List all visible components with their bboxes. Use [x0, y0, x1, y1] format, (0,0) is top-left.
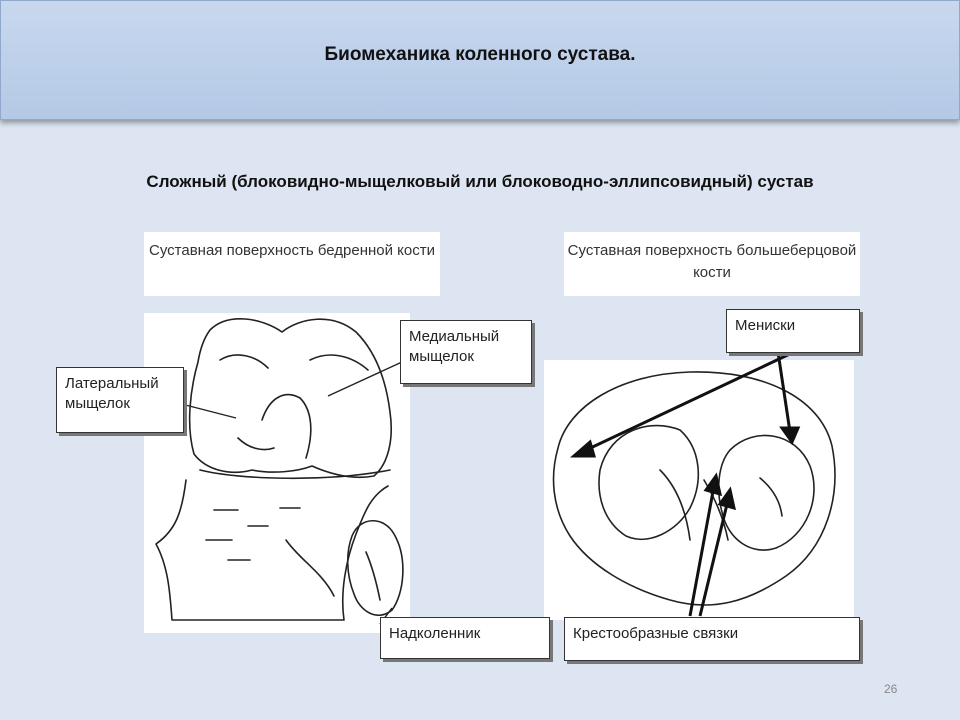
- tibia-outline: [155, 479, 389, 621]
- femur-outline: [188, 318, 393, 479]
- medial-meniscus: [717, 434, 815, 551]
- caption-tibia-text: Суставная поверхность большеберцовой кос…: [567, 242, 857, 281]
- caption-femur-text: Суставная поверхность бедренной кости: [148, 242, 435, 259]
- patella-outline: [346, 520, 404, 616]
- page-number: 26: [884, 682, 898, 696]
- label-cruciate-ligaments: Крестообразные связки: [573, 625, 739, 642]
- label-menisci: Мениски: [735, 317, 796, 334]
- callout-medial-condyle: Медиальный мыщелок: [400, 320, 532, 384]
- callout-lateral-condyle: Латеральный мыщелок: [56, 367, 184, 433]
- slide-subtitle: Сложный (блоковидно-мыщелковый или блоко…: [146, 172, 814, 191]
- intercondylar-notch: [261, 393, 312, 459]
- slide-title: Биомеханика коленного сустава.: [324, 44, 636, 65]
- callout-patella: Надколенник: [380, 617, 550, 659]
- caption-femur: Суставная поверхность бедренной кости: [144, 232, 440, 296]
- caption-tibia: Суставная поверхность большеберцовой кос…: [564, 232, 860, 296]
- tibial-plateau-outline: [552, 371, 836, 606]
- label-patella: Надколенник: [389, 625, 481, 642]
- knee-joint-illustration: [144, 313, 410, 633]
- lateral-meniscus: [598, 424, 700, 541]
- callout-cruciate-ligaments: Крестообразные связки: [564, 617, 860, 661]
- slide-header: [0, 0, 960, 120]
- label-lateral-condyle: Латеральный мыщелок: [65, 375, 159, 412]
- tibial-plateau-illustration: [544, 360, 854, 620]
- label-medial-condyle: Медиальный мыщелок: [409, 328, 500, 365]
- callout-menisci: Мениски: [726, 309, 860, 353]
